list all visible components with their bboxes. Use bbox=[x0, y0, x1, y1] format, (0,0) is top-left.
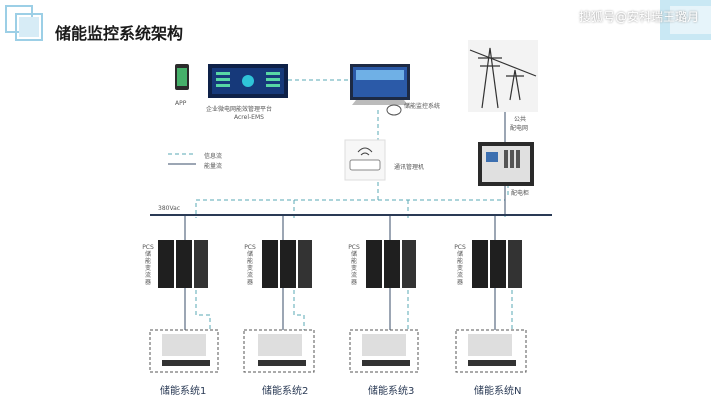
platform-label: 企业微电网能效管理平台 bbox=[206, 106, 273, 113]
monitor-label: 储能监控系统 bbox=[404, 103, 441, 110]
battery-system-N bbox=[455, 329, 527, 373]
legend-info-label: 信息流 bbox=[204, 153, 223, 160]
pcs-cabinet-3 bbox=[366, 240, 416, 288]
battery-system-2 bbox=[243, 329, 315, 373]
distribution-cabinet-icon bbox=[478, 142, 534, 186]
info-line-sys2 bbox=[293, 290, 305, 330]
system-label-3: 储能系统3 bbox=[368, 386, 415, 397]
pcs-cabinet-1 bbox=[158, 240, 208, 288]
platform-screen-icon bbox=[208, 64, 288, 98]
legend-energy-label: 能量流 bbox=[204, 163, 223, 170]
gateway-label: 通讯管理机 bbox=[394, 164, 425, 171]
app-label: APP bbox=[175, 100, 187, 107]
cabinet-label: 配电柜 bbox=[511, 190, 530, 197]
power-tower-icon bbox=[468, 40, 538, 112]
router-icon bbox=[344, 139, 386, 181]
watermark-text: 搜狐号@安科瑞王璐月 bbox=[578, 10, 699, 24]
info-line-sys1 bbox=[195, 290, 211, 330]
monitor-icon bbox=[350, 64, 410, 116]
corner-decoration bbox=[5, 5, 43, 41]
public-grid-label-1: 公共 bbox=[514, 116, 527, 123]
page-title: 储能监控系统架构 bbox=[55, 24, 184, 43]
bus-label: 380Vac bbox=[158, 205, 181, 212]
system-label-1: 储能系统1 bbox=[160, 386, 207, 397]
info-line-gateway-bus bbox=[195, 175, 379, 218]
platform-sublabel: Acrel-EMS bbox=[234, 114, 264, 121]
system-label-N: 储能系统N bbox=[474, 386, 522, 397]
watermark-decoration bbox=[660, 0, 711, 40]
phone-icon bbox=[175, 64, 189, 90]
system-label-2: 储能系统2 bbox=[262, 386, 309, 397]
public-grid-label-2: 配电网 bbox=[510, 125, 529, 132]
pcs-cabinet-2 bbox=[262, 240, 312, 288]
pcs-cabinet-4 bbox=[472, 240, 522, 288]
battery-system-1 bbox=[149, 329, 219, 373]
battery-system-3 bbox=[349, 329, 419, 373]
